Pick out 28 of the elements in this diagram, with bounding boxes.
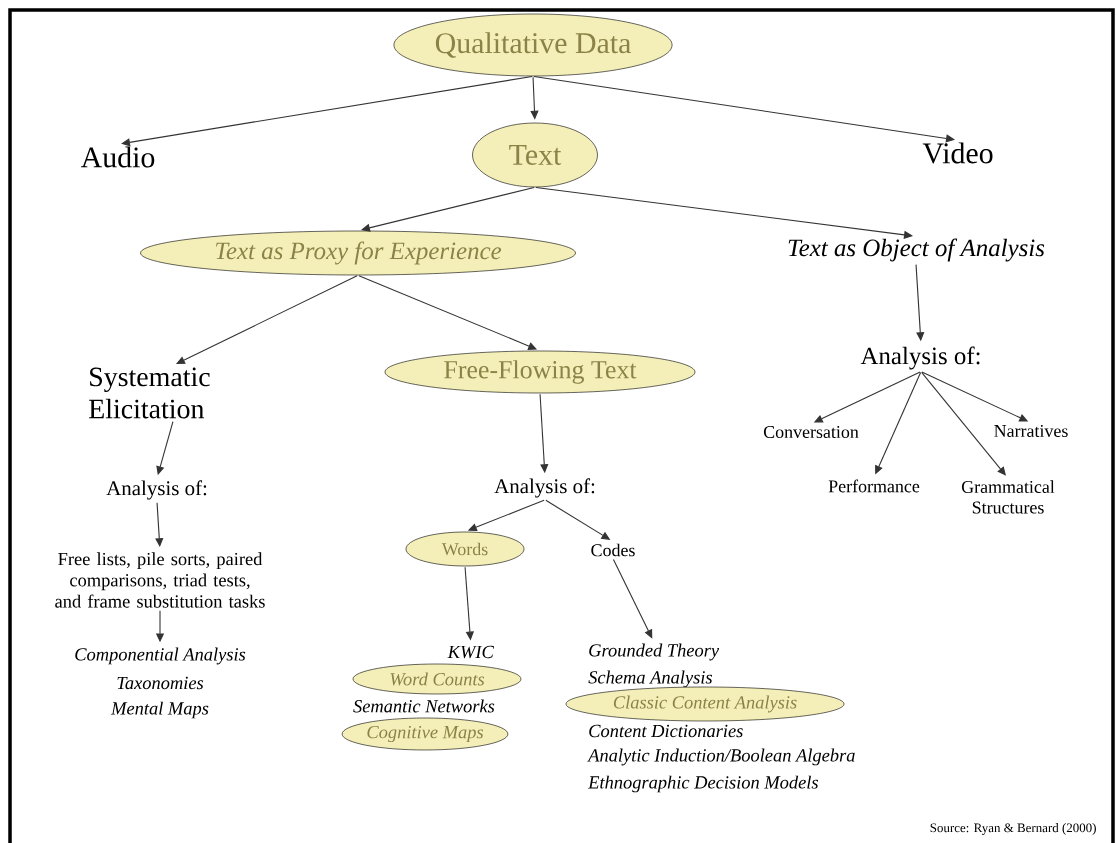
arrow [533,75,955,143]
arrow [121,75,533,147]
text-label: Audio [80,146,155,168]
source-note: Source: Ryan & Bernard (2000) [930,823,1096,835]
text-label: Performance [828,479,920,493]
text-label: Conversation [763,425,859,438]
text-label: Taxonomies [117,676,204,690]
text-label: Grounded Theory [589,643,720,661]
text-label: Systematic Elicitation [89,367,210,419]
text-label: Mental Maps [110,701,209,719]
text-label: Free lists, pile sorts, paired comparisons, triad tests, and frame substitution tasks [55,552,265,608]
text-label: Analysis of: [106,480,207,500]
text-label: Content Dictionaries [589,724,743,738]
arrow [535,186,913,239]
text-label: Narratives [994,424,1068,437]
text-label: Grammatical Structures [961,480,1055,514]
text-label: Ethnographic Decision Models [588,775,818,793]
text-label: Componential Analysis [75,647,246,665]
text-label: Schema Analysis [588,670,713,688]
text-label: Video [922,142,993,164]
text-label: Analysis of: [494,478,595,498]
text-label: Analysis of: [860,346,980,370]
arrow [612,558,653,639]
text-label: Codes [591,543,635,557]
text-label: KWIC [447,645,494,659]
text-label: Analytic Induction/Boolean Algebra [587,748,855,766]
text-label: Text as Object of Analysis [788,238,1045,262]
text-label: Semantic Networks [353,699,495,713]
